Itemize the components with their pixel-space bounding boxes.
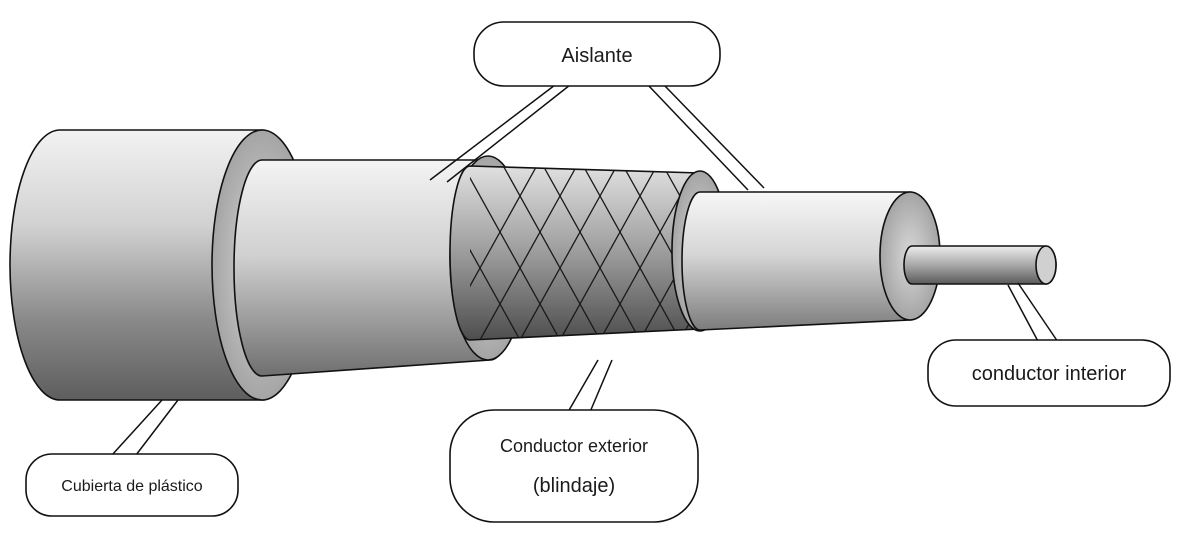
label-insulator: Aislante xyxy=(561,45,632,67)
core-body xyxy=(903,245,1057,285)
callout-insulator-box xyxy=(473,21,721,87)
insulator xyxy=(681,191,941,331)
inner-conductor-leader-b xyxy=(1017,282,1061,346)
shield-mesh xyxy=(470,166,718,340)
inner-conductor-wire xyxy=(903,245,1057,285)
insulator-leader-left-a xyxy=(429,84,556,181)
outer-conductor-leader-a xyxy=(567,359,599,413)
label-outer-conductor-line1: Conductor exterior xyxy=(500,436,648,456)
inner-conductor-leader-a xyxy=(1007,284,1041,346)
label-jacket: Cubierta de plástico xyxy=(61,478,203,495)
insulator-leader-right-a xyxy=(647,84,749,191)
label-inner-conductor: conductor interior xyxy=(972,363,1127,385)
callout-jacket-box xyxy=(25,453,239,517)
callout-outer-conductor: Conductor exterior (blindaje) xyxy=(449,409,699,523)
core-end-face xyxy=(1035,245,1057,285)
callout-inner-conductor: conductor interior xyxy=(927,339,1171,407)
label-outer-conductor-line2: (blindaje) xyxy=(533,475,615,497)
jacket-leader-b xyxy=(135,399,179,456)
callout-outer-conductor-box xyxy=(449,409,699,523)
callout-leaders xyxy=(111,84,1061,456)
jacket-leader-a xyxy=(111,399,163,456)
callout-insulator: Aislante xyxy=(473,21,721,87)
outer-conductor-leader-b xyxy=(589,359,613,413)
callout-jacket: Cubierta de plástico xyxy=(25,453,239,517)
insulator-leader-left-b xyxy=(446,84,571,183)
insulator-leader-right-b xyxy=(663,84,765,189)
callout-inner-conductor-box xyxy=(927,339,1171,407)
